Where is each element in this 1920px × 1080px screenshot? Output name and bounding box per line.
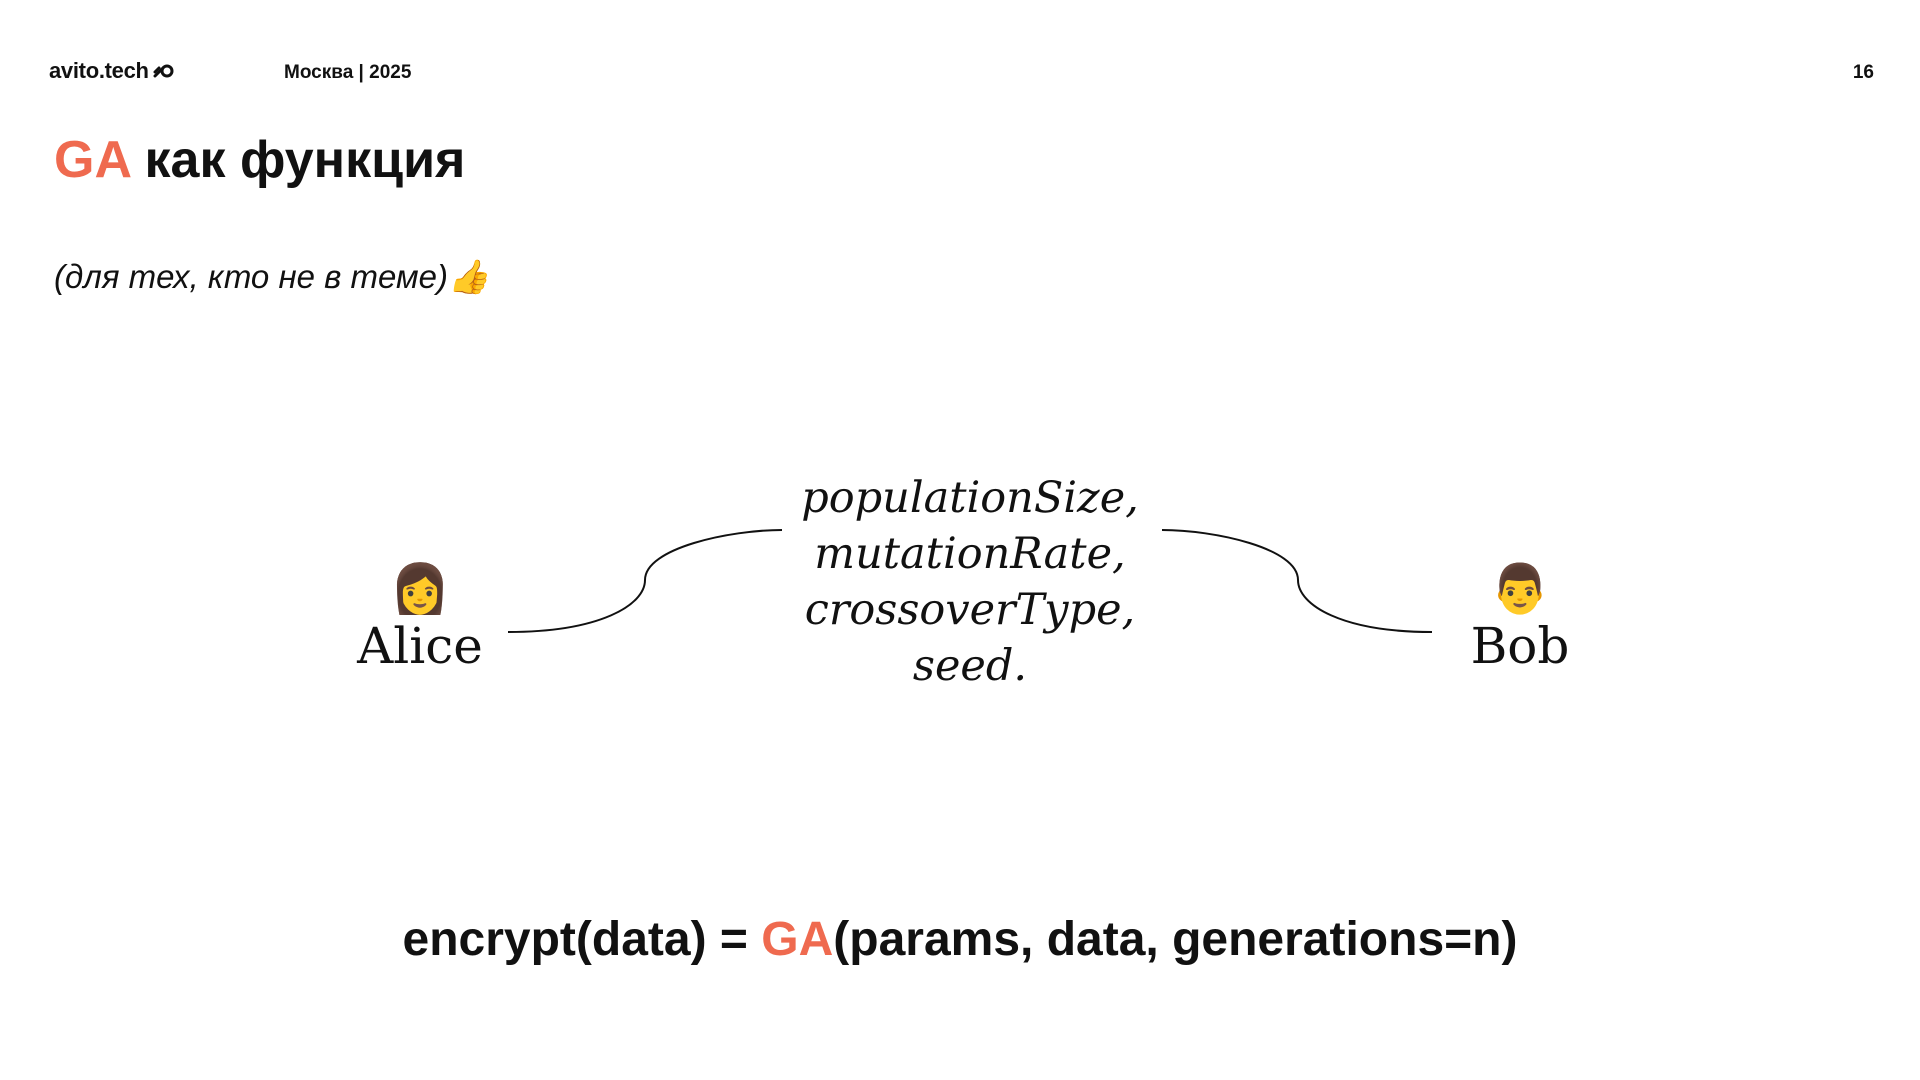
logo-mark-icon — [153, 64, 174, 78]
woman-icon: 👩 — [390, 563, 450, 616]
slide-subtitle: (для тех, кто не в теме)👍 — [54, 258, 490, 295]
slide-title: GA как функция — [54, 128, 465, 192]
formula-accent: GA — [761, 913, 834, 966]
formula-prefix: encrypt(data) = — [402, 913, 762, 966]
param-line: crossoverType, — [804, 585, 1136, 635]
formula: encrypt(data) = GA(params, data, generat… — [0, 912, 1920, 967]
title-accent: GA — [54, 131, 131, 189]
alice-node: 👩 Alice — [320, 562, 520, 674]
man-icon: 👨 — [1490, 563, 1550, 616]
bob-label: Bob — [1470, 617, 1570, 675]
bob-node: 👨 Bob — [1420, 562, 1620, 674]
connector-params-bob — [1161, 529, 1433, 633]
title-rest: как функция — [130, 131, 466, 189]
param-line: seed. — [912, 641, 1028, 691]
page-number: 16 — [1852, 62, 1874, 83]
parameters-block: populationSize, mutationRate, crossoverT… — [740, 470, 1200, 694]
header-city-year: Москва | 2025 — [284, 62, 412, 83]
param-line: populationSize, — [801, 473, 1139, 523]
logo-text: avito.tech — [49, 58, 149, 83]
connector-alice-params — [507, 529, 783, 633]
alice-label: Alice — [357, 617, 483, 675]
formula-suffix: (params, data, generations=n) — [833, 913, 1518, 966]
brand-logo: avito.tech — [49, 58, 175, 84]
param-line: mutationRate, — [814, 529, 1126, 579]
